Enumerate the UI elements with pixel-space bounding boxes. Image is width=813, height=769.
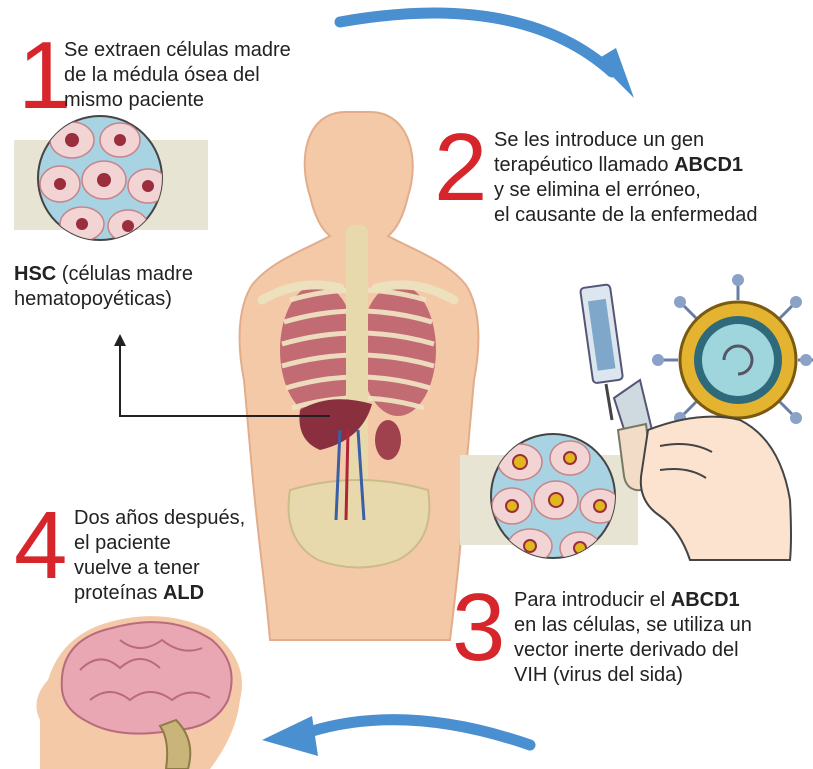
step-1-line-2: de la médula ósea del (64, 64, 260, 86)
step-3-line-4: VIH (virus del sida) (514, 664, 683, 686)
connector-line (119, 336, 330, 417)
cell-cluster-icon (14, 115, 208, 241)
human-torso-icon (238, 111, 480, 641)
step-4-line-2: el paciente (74, 532, 171, 554)
step-3-line-3: vector inerte derivado del (514, 639, 739, 661)
step-4-number: 4 (14, 492, 68, 599)
hsc-label: HSC (células madre hematopoyéticas) (14, 262, 193, 312)
step-2-line-4: el causante de la enfermedad (494, 204, 758, 226)
step-2-line-2: terapéutico llamado (494, 154, 675, 176)
hsc-label-rest: (células madre (56, 263, 193, 285)
step-3-gene-name: ABCD1 (670, 589, 740, 611)
step-1-line-1: Se extraen células madre (64, 39, 291, 61)
step-2-gene-name: ABCD1 (674, 154, 744, 176)
virus-icon (652, 274, 813, 446)
step-2-text: Se les introduce un gen terapéutico llam… (494, 128, 758, 228)
step-4-protein-name: ALD (162, 582, 205, 604)
hsc-label-bold: HSC (14, 263, 57, 285)
step-2-line-1: Se les introduce un gen (494, 129, 705, 151)
step-2-line-3: y se elimina el erróneo, (494, 179, 701, 201)
step-2-number: 2 (434, 114, 488, 221)
step-1-text: Se extraen células madre de la médula ós… (64, 38, 291, 113)
step-3-text: Para introducir el ABCD1 en las células,… (514, 588, 752, 688)
step-3-line-1: Para introducir el (514, 589, 671, 611)
connector-arrowhead-icon (114, 334, 126, 346)
hsc-label-line-2: hematopoyéticas) (14, 288, 172, 310)
brain-icon (36, 616, 242, 769)
step-1-line-3: mismo paciente (64, 89, 205, 111)
step-4-line-3: vuelve a tener (74, 557, 200, 579)
step-4-line-1: Dos años después, (74, 507, 246, 529)
hand-icon (639, 415, 792, 561)
step-3-line-2: en las células, se utiliza un (514, 614, 752, 636)
modified-cell-cluster-icon (460, 433, 638, 559)
step-1-number: 1 (18, 22, 72, 129)
step-3-number: 3 (452, 574, 506, 681)
flow-arrow-bottom-icon (262, 714, 536, 756)
flow-arrow-top-icon (334, 7, 634, 98)
step-4-text: Dos años después, el paciente vuelve a t… (74, 506, 245, 606)
syringe-icon (579, 283, 654, 450)
step-4-line-4: proteínas (74, 582, 163, 604)
